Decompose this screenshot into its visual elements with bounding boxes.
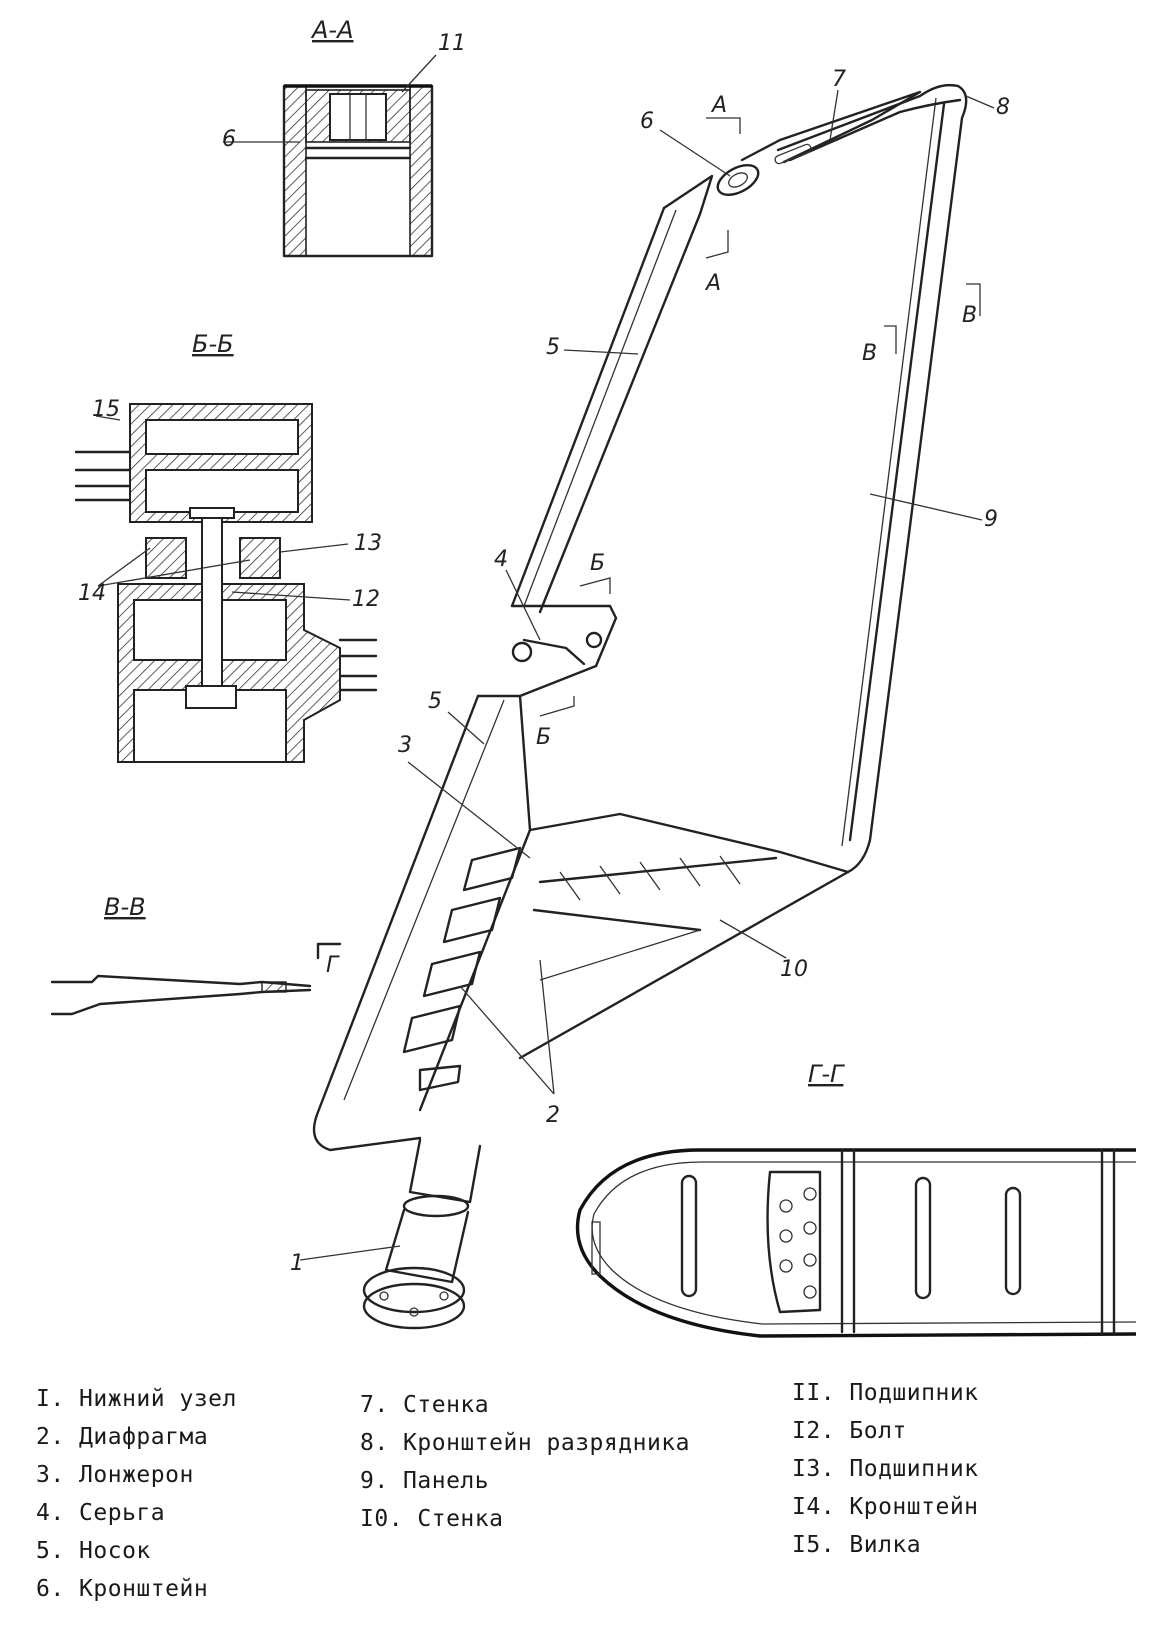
section-aa-title: А-А [310,16,354,44]
legend-item: 5. Носок [36,1538,151,1564]
callout-10: 10 [780,957,808,982]
section-gg-view: Г-Г [575,1060,1137,1338]
legend-item: I3. Подшипник [792,1456,979,1482]
section-vv-title: В-В [104,893,146,921]
legend-item: 7. Стенка [360,1392,490,1418]
callout-5-upper: 5 [546,335,560,360]
callout-6-aa: 6 [222,127,236,152]
callout-9: 9 [984,507,998,532]
legend-column-3: II. Подшипник I2. Болт I3. Подшипник I4.… [792,1374,979,1564]
legend-item: I5. Вилка [792,1532,922,1558]
legend-item: 3. Лонжерон [36,1462,194,1488]
legend-item: I2. Болт [792,1418,907,1444]
legend-item: 2. Диафрагма [36,1424,209,1450]
legend-column-1: I. Нижний узел 2. Диафрагма 3. Лонжерон … [36,1380,237,1608]
legend-item: 4. Серьга [36,1500,166,1526]
callout-15: 15 [92,397,120,422]
section-bb-view: Б-Б 15 13 12 14 [74,330,382,763]
callout-11: 11 [438,31,466,56]
legend-item: I4. Кронштейн [792,1494,979,1520]
legend-item: 8. Кронштейн разрядника [360,1430,690,1456]
legend-item: 9. Панель [360,1468,490,1494]
callout-2: 2 [546,1103,560,1128]
cut-letter-a-top: А [710,93,727,118]
legend-item: I. Нижний узел [36,1386,237,1412]
legend-item: 6. Кронштейн [36,1576,209,1602]
cut-letter-a-bottom: А [704,271,721,296]
main-assembly: 5 5 9 6 7 8 4 3 2 10 1 А А Б Б В В [290,67,1010,1330]
callout-3: 3 [398,733,412,758]
section-aa-view: А-А 6 11 [222,16,466,258]
section-vv-view: В-В Г [50,893,342,1016]
callout-6: 6 [640,109,654,134]
callout-14: 14 [78,581,106,606]
legend-item: I0. Стенка [360,1506,504,1532]
callout-4: 4 [494,547,508,572]
section-bb-title: Б-Б [192,330,234,358]
callout-8: 8 [996,95,1010,120]
callout-13: 13 [354,531,382,556]
cut-letter-b-bottom: Б [536,725,551,750]
callout-5-lower: 5 [428,689,442,714]
callout-7: 7 [832,67,846,92]
legend-column-2: 7. Стенка 8. Кронштейн разрядника 9. Пан… [360,1386,690,1538]
section-gg-title: Г-Г [808,1060,845,1088]
cut-letter-v-right: В [962,303,977,328]
cut-letter-g: Г [326,953,340,978]
callout-1: 1 [290,1251,304,1276]
cut-letter-b-top: Б [590,551,605,576]
legend-item: II. Подшипник [792,1380,979,1406]
callout-12: 12 [352,587,380,612]
cut-letter-v-left: В [862,341,877,366]
